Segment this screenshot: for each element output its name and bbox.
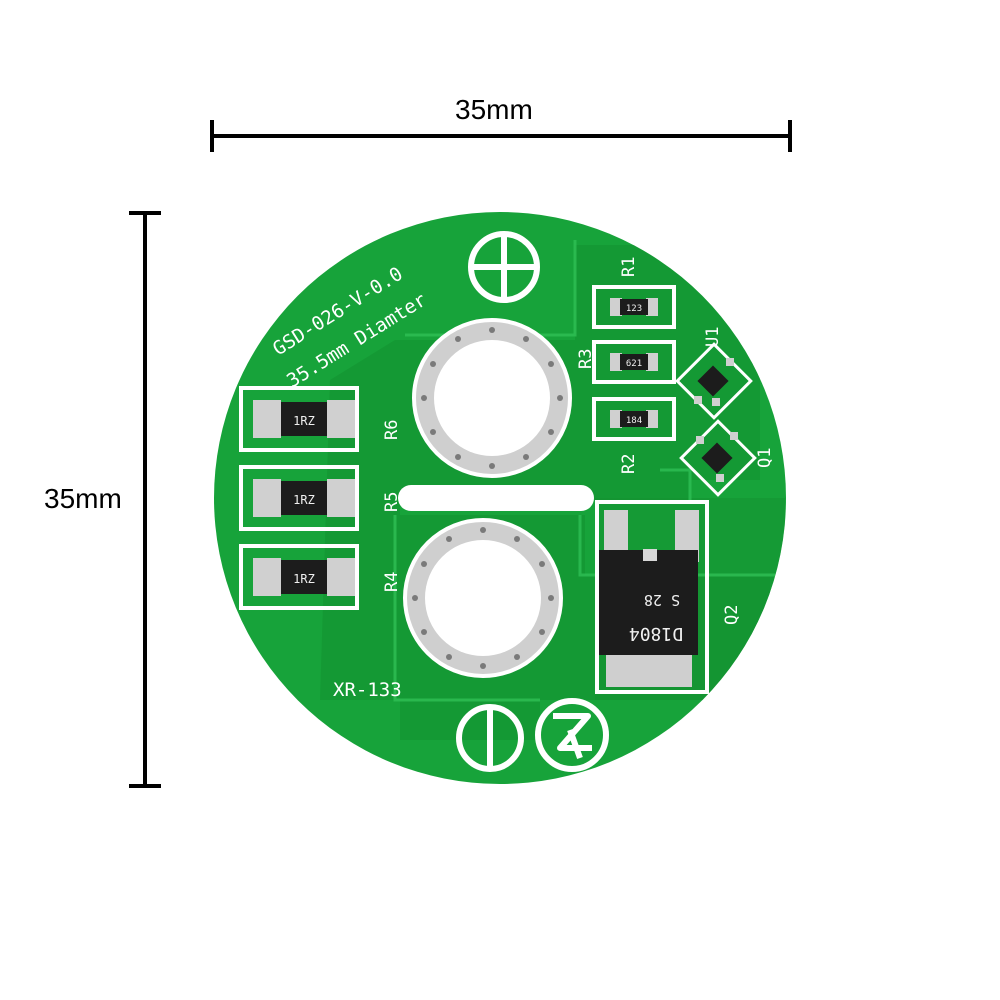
- height-dimension-label: 35mm: [44, 483, 122, 514]
- lower-terminal-pad: [403, 518, 563, 678]
- resistor-r3: [592, 340, 676, 384]
- transistor-q2: [595, 500, 709, 694]
- resistor-r4: [239, 544, 359, 610]
- height-dimension-line: [129, 211, 161, 788]
- board-slot: [398, 485, 594, 511]
- transistor-q1: [679, 419, 757, 497]
- resistor-r2: [592, 397, 676, 441]
- label-r1: R1: [619, 257, 639, 277]
- q2-marking-2: S 28: [644, 591, 680, 609]
- r5-marking: 1RZ: [293, 493, 315, 507]
- label-q1: Q1: [755, 448, 775, 468]
- board-model: XR-133: [333, 679, 402, 701]
- resistor-r6: [239, 386, 359, 452]
- r4-marking: 1RZ: [293, 572, 315, 586]
- resistor-r1: [592, 285, 676, 329]
- label-r5: R5: [382, 492, 402, 512]
- label-r2: R2: [619, 454, 639, 474]
- label-r3: R3: [576, 349, 596, 369]
- plus-terminal-icon: [468, 231, 540, 303]
- width-dimension-line: [210, 120, 792, 152]
- r2-marking: 184: [626, 416, 642, 426]
- label-q2: Q2: [722, 605, 742, 625]
- upper-terminal-pad: [412, 318, 572, 478]
- minus-terminal-icon: [456, 704, 524, 772]
- r1-marking: 123: [626, 304, 642, 314]
- width-dimension-label: 35mm: [455, 94, 533, 125]
- label-r4: R4: [382, 572, 402, 592]
- resistor-r5: [239, 465, 359, 531]
- manufacturer-logo-icon: [535, 698, 609, 772]
- r3-marking: 621: [626, 359, 642, 369]
- label-u1: U1: [703, 327, 723, 347]
- q2-marking-1: D1804: [629, 623, 683, 644]
- label-r6: R6: [382, 420, 402, 440]
- ic-u1: [675, 342, 753, 420]
- r6-marking: 1RZ: [293, 414, 315, 428]
